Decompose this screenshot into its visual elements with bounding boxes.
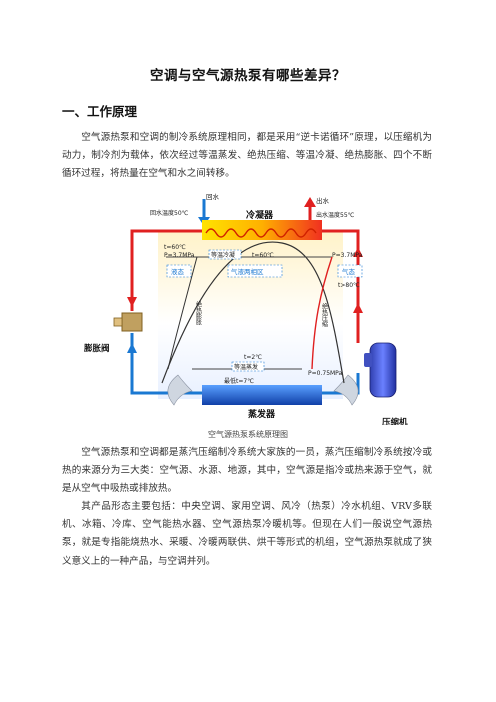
flow-arrow-icon <box>353 247 363 257</box>
liquid-label: 液态 <box>171 267 185 276</box>
phase-dome-curve <box>161 241 345 384</box>
isothermal-evaporate-label: 等温蒸发 <box>234 363 258 371</box>
condenser-label: 冷凝器 <box>246 209 274 221</box>
evaporator-label: 蒸发器 <box>248 408 276 420</box>
flow-arrow-icon <box>353 303 363 313</box>
pipe-hot-left <box>130 229 202 311</box>
paragraph-family: 空气源热泵和空调都是蒸汽压缩制冷系统大家族的一员，蒸汽压缩制冷系统按冷或热的来源… <box>62 447 432 495</box>
adiabatic-compression-label: 绝热压缩 <box>321 302 328 328</box>
expansion-valve-label: 膨胀阀 <box>83 343 110 354</box>
liquid-box <box>166 264 192 278</box>
condenser-block <box>202 220 322 240</box>
min-t-label: 最低t=7℃ <box>224 377 254 385</box>
left-t-label: t=60℃ <box>164 244 186 251</box>
valve-handle-icon <box>113 317 123 327</box>
left-p-label: P=3.7MPa <box>164 252 195 259</box>
gas-label: 气态 <box>342 267 356 276</box>
paragraph-products: 其产品形态主要包括：中央空调、家用空调、风冷（热泵）冷水机组、VRV多联机、冰箱… <box>62 501 432 567</box>
fan-left-icon <box>167 374 193 406</box>
fan-right-icon <box>333 374 359 406</box>
expansion-curve <box>167 256 198 370</box>
heat-pump-diagram: 冷凝器 蒸发器 膨胀阀 ● 压缩机 回水 回水温度50℃ 出水 出水温度55℃ … <box>82 192 414 428</box>
evaporator-block <box>202 385 322 405</box>
section-heading: 一、工作原理 <box>62 104 138 119</box>
inlet-temp-label: 回水温度50℃ <box>150 209 189 217</box>
mid-t-label: t=60℃ <box>252 252 274 259</box>
evaporate-box <box>231 361 265 372</box>
page-title: 空调与空气源热泵有哪些差异？ <box>150 68 346 84</box>
outlet-arrow-icon <box>304 197 316 207</box>
inlet-label: 回水 <box>206 193 220 201</box>
flow-arrow-icon <box>127 343 137 353</box>
two-phase-box <box>227 264 283 278</box>
condense-box <box>208 249 242 260</box>
condenser-coil <box>205 228 317 238</box>
evap-t-label: t=2℃ <box>244 354 262 361</box>
compressor-port-icon <box>364 353 372 367</box>
gas-t-label: t>80℃ <box>338 282 360 289</box>
compressor-icon <box>369 342 397 398</box>
outlet-temp-label: 出水温度55℃ <box>316 211 355 219</box>
flow-arrow-icon <box>127 297 137 307</box>
expansion-valve-icon <box>121 312 143 332</box>
compression-curve <box>311 256 333 370</box>
diagram-svg: 冷凝器 蒸发器 膨胀阀 ● 压缩机 回水 回水温度50℃ 出水 出水温度55℃ … <box>83 192 408 428</box>
compressor-brand: ● <box>374 400 379 407</box>
two-phase-label: 气液两相区 <box>231 267 264 276</box>
figure-caption: 空气源热泵系统原理图 <box>208 430 288 439</box>
compressor-label: 压缩机 <box>382 417 408 425</box>
right-p-label: P=3.7MPa <box>332 252 363 259</box>
isothermal-condense-label: 等温冷凝 <box>211 251 235 259</box>
outlet-label: 出水 <box>316 196 330 205</box>
adiabatic-expansion-label: 绝热膨胀 <box>195 300 202 326</box>
gas-box <box>337 264 363 278</box>
low-p-label: P=0.75MPa <box>308 370 343 377</box>
paragraph-principle: 空气源热泵和空调的制冷系统原理相同，都是采用“逆卡诺循环”原理，以压缩机为动力，… <box>62 132 432 180</box>
